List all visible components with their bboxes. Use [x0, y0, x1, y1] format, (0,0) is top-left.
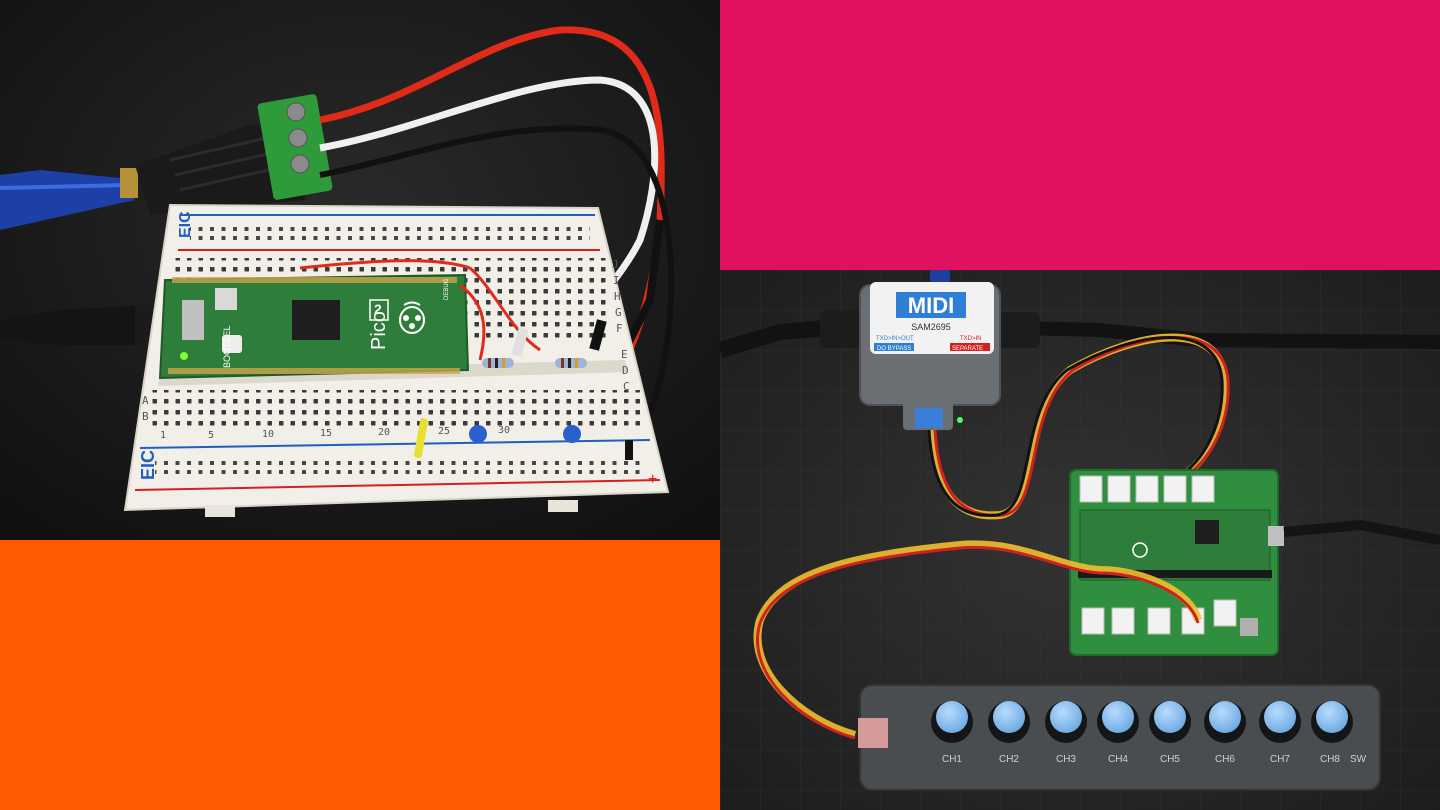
- knob[interactable]: [1050, 701, 1082, 733]
- bootsel-label: BOOTSEL: [222, 325, 232, 368]
- knob[interactable]: [993, 701, 1025, 733]
- row-letter: C: [623, 380, 630, 393]
- knob[interactable]: [936, 701, 968, 733]
- midi-left-text: TXD>IN>OUT: [876, 336, 914, 342]
- knob[interactable]: [1102, 701, 1134, 733]
- midi-left-badge: DO BYPASS: [877, 346, 911, 352]
- midi-right-text: TXD>IN: [960, 336, 982, 342]
- knob-label: CH2: [999, 754, 1019, 765]
- brand-label-bottom: EIC: [138, 450, 158, 480]
- row-letter: F: [616, 322, 623, 335]
- knob-label: CH4: [1108, 754, 1128, 765]
- midi-right-badge: SEPARATE: [952, 346, 983, 352]
- knob[interactable]: [1154, 701, 1186, 733]
- midi-chip-label: SAM2695: [911, 322, 951, 332]
- debug-label: DEBUG: [444, 278, 450, 300]
- yellow-jumper: [414, 418, 428, 458]
- knob-label: SW: [1350, 754, 1367, 765]
- brand-label-top: EIC: [177, 211, 194, 238]
- column-number: 1: [160, 430, 166, 441]
- row-letter: J: [612, 258, 619, 271]
- knob-label: CH3: [1056, 754, 1076, 765]
- knob[interactable]: [1209, 701, 1241, 733]
- pico-version: 2: [374, 301, 382, 317]
- orange-color-block: [0, 540, 720, 810]
- midi-photo: MIDI SAM2695 TXD>IN>OUT DO BYPASS TXD>IN…: [720, 270, 1440, 810]
- knob-label: CH7: [1270, 754, 1290, 765]
- knob[interactable]: [1264, 701, 1296, 733]
- pink-color-block: [720, 0, 1440, 270]
- row-letter: I: [613, 274, 620, 287]
- bootsel-button: [222, 335, 242, 353]
- capacitor: [563, 425, 581, 443]
- resistor: [482, 358, 514, 368]
- column-number: 10: [262, 429, 274, 440]
- micro-usb-port: [182, 300, 204, 340]
- column-number: 15: [320, 428, 332, 439]
- capacitor: [469, 425, 487, 443]
- grove-connector: [915, 408, 943, 428]
- column-number: 30: [498, 425, 510, 436]
- row-letter: G: [615, 306, 622, 319]
- knob-label: CH8: [1320, 754, 1340, 765]
- knob[interactable]: [1316, 701, 1348, 733]
- column-number: 20: [378, 427, 390, 438]
- raspberry-logo: [399, 301, 425, 334]
- dc-adapter: [135, 120, 305, 215]
- row-letter: B: [142, 410, 149, 423]
- row-letter: A: [142, 394, 149, 407]
- usb-cable: [0, 305, 160, 345]
- expansion-board: [1069, 469, 1284, 656]
- midi-photo-drawing: MIDI SAM2695 TXD>IN>OUT DO BYPASS TXD>IN…: [720, 270, 1440, 810]
- knob-label: CH1: [942, 754, 962, 765]
- breadboard-photo: EIC EIC + J I H G F E D C B A 1 5 10 15: [0, 0, 720, 540]
- usb-cable: [1283, 519, 1440, 545]
- column-number: 5: [208, 430, 214, 441]
- dc-plug: [120, 168, 138, 198]
- pico-board: [158, 273, 470, 380]
- breadboard-photo-drawing: EIC EIC + J I H G F E D C B A 1 5 10 15: [0, 0, 720, 540]
- row-letter: D: [622, 364, 629, 377]
- black-wire: [319, 125, 675, 457]
- pico-label: Pico: [368, 311, 390, 350]
- rp2350-chip: [292, 300, 340, 340]
- midi-cable-right: [1019, 321, 1440, 349]
- rail-plus-label: +: [648, 471, 657, 488]
- knob-label: CH5: [1160, 754, 1180, 765]
- row-letter: E: [621, 348, 628, 361]
- midi-module: [859, 282, 1001, 430]
- midi-title: MIDI: [908, 293, 954, 318]
- pico-board: [1079, 509, 1271, 581]
- column-number: 25: [438, 426, 450, 437]
- row-letter: H: [614, 290, 621, 303]
- knob-label: CH6: [1215, 754, 1235, 765]
- resistor: [555, 358, 587, 368]
